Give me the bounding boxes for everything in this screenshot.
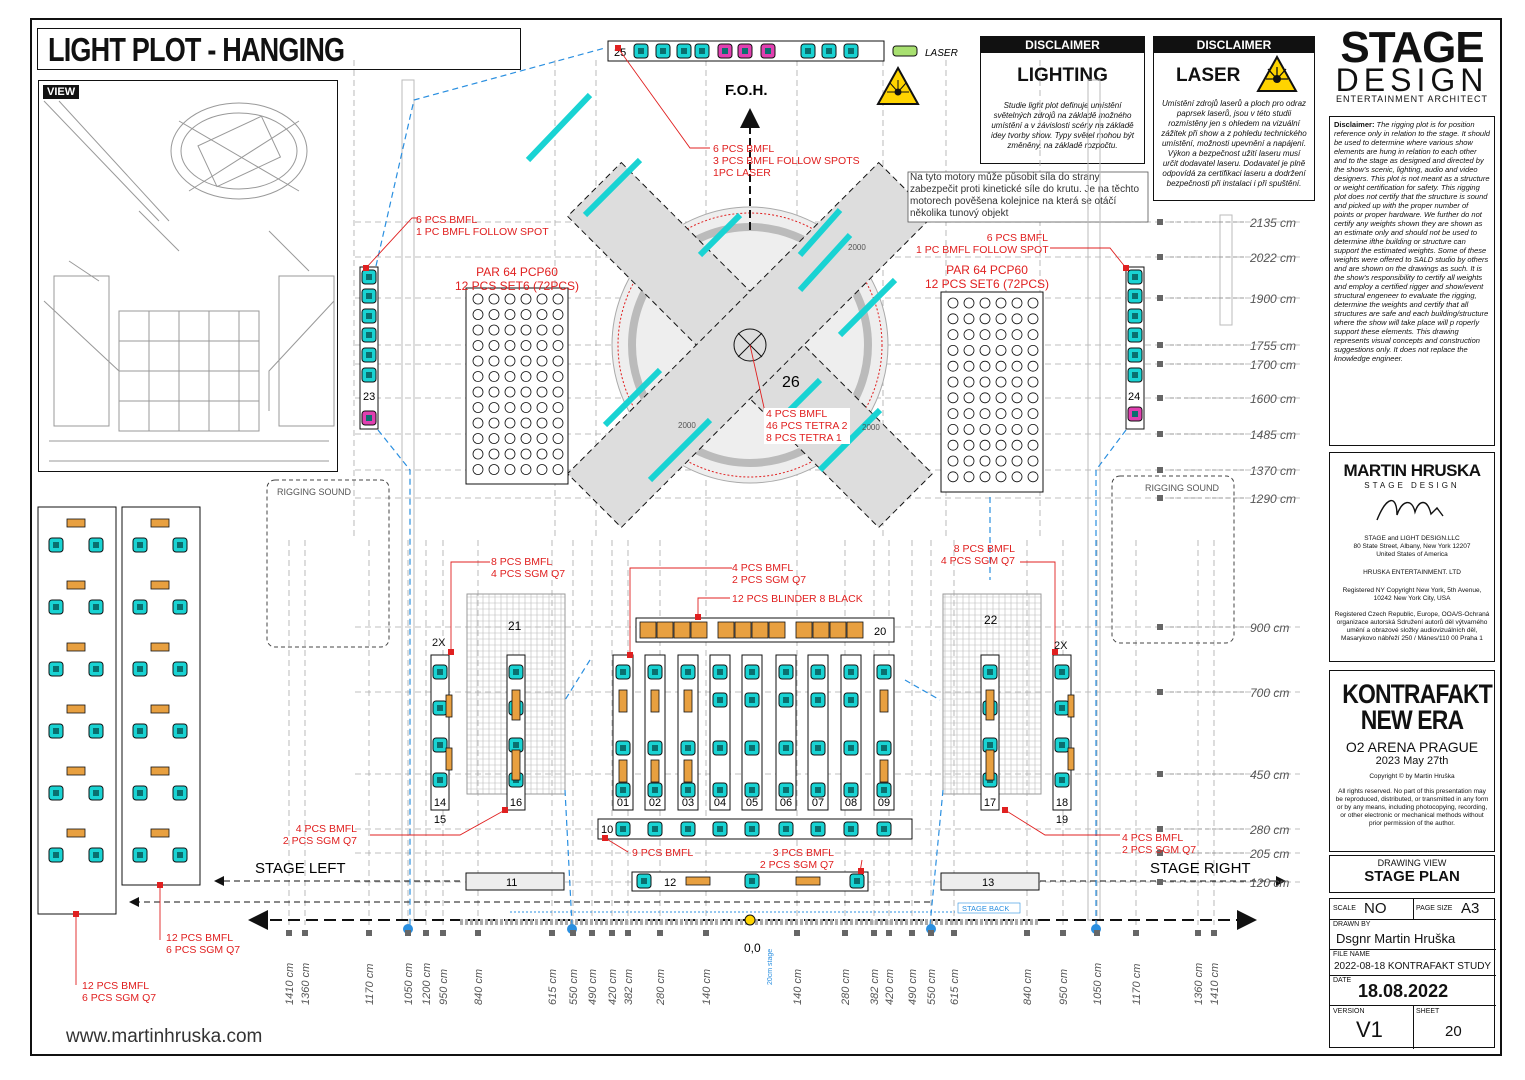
disclaimer-en-text: The rigging plot is for position referen… [1334, 120, 1490, 363]
disclaimer-laser-title: LASER [1176, 65, 1241, 86]
designer-copyright-cz: Registered Czech Republic, Europe, OOA/S… [1334, 611, 1490, 642]
website-link[interactable]: www.martinhruska.com [66, 1026, 263, 1047]
project-rights: All rights reserved. No part of this pre… [1335, 788, 1489, 827]
laser-warning-icon [1256, 55, 1298, 92]
project-copyright: Copyright © by Martin Hruška [1369, 773, 1455, 780]
scale-value: NO [1364, 900, 1387, 917]
scale-label: SCALE [1333, 905, 1356, 912]
project-date: 2023 May 27th [1375, 755, 1449, 767]
drawn-label: DRAWN BY [1333, 921, 1371, 928]
designer-ent: HRUSKA ENTERTAINMENT. LTD [1363, 569, 1461, 576]
page-size-label: PAGE SIZE [1416, 905, 1453, 912]
signature-image [1376, 499, 1444, 521]
page-size-value: A3 [1461, 900, 1480, 917]
project-venue: O2 ARENA PRAGUE [1345, 739, 1479, 755]
right-panel: STAGE DESIGN ENTERTAINMENT ARCHITECT [1329, 23, 1495, 105]
disclaimer-lighting-text: Studie light plot definuje umístění svět… [990, 101, 1135, 150]
project-name-2: NEW ERA [1360, 705, 1464, 735]
view-tag: VIEW [43, 85, 80, 99]
drawn-value: Dsgnr Martin Hruška [1336, 931, 1456, 946]
x2-right-label: 2X [1054, 640, 1068, 652]
disclaimer-laser-header: DISCLAIMER [1154, 37, 1314, 53]
3d-view-sketch [43, 100, 335, 462]
sheet-value: 20 [1445, 1023, 1462, 1040]
disclaimer-en-box: Disclaimer: The rigging plot is for posi… [1329, 116, 1495, 446]
designer-copyright-ny: Registered NY Copyright New York, 5th Av… [1342, 587, 1482, 602]
drawing-view-label: DRAWING VIEW [1377, 858, 1447, 868]
project-box: KONTRAFAKT NEW ERA O2 ARENA PRAGUE 2023 … [1329, 670, 1495, 852]
title-box: LIGHT PLOT - HANGING [37, 28, 521, 70]
project-name-1: KONTRAFAKT [1342, 679, 1492, 709]
designer-box: MARTIN HRUSKA STAGE DESIGN STAGE and LIG… [1329, 452, 1495, 662]
disclaimer-laser: DISCLAIMER LASER Umístění zdrojů laserů … [1153, 36, 1315, 201]
disclaimer-laser-text: Umístění zdrojů laserů a ploch pro odraz… [1161, 99, 1307, 188]
disclaimer-lighting-header: DISCLAIMER [981, 37, 1144, 53]
logo-design: DESIGN [1335, 62, 1489, 98]
designer-name: MARTIN HRUSKA [1343, 461, 1481, 480]
date-label: DATE [1333, 977, 1352, 984]
drawing-view-box: DRAWING VIEW STAGE PLAN [1329, 855, 1495, 893]
3d-view-panel: VIEW [38, 80, 338, 472]
disclaimer-en-label: Disclaimer: [1334, 120, 1375, 129]
version-label: VERSION [1333, 1008, 1365, 1015]
designer-address: 80 State Street, Albany, New York 12207 [1353, 543, 1471, 550]
date-value: 18.08.2022 [1358, 981, 1449, 1001]
meta-box: SCALE NO PAGE SIZE A3 DRAWN BY Dsgnr Mar… [1329, 898, 1496, 1049]
version-value: V1 [1356, 1017, 1383, 1042]
logo-stage: STAGE [1340, 23, 1484, 72]
drawing-view-value: STAGE PLAN [1364, 868, 1460, 885]
file-label: FILE NAME [1333, 951, 1370, 958]
designer-company: STAGE and LIGHT DESIGN.LLC [1364, 535, 1460, 542]
designer-subtitle: STAGE DESIGN [1364, 481, 1460, 490]
sheet-label: SHEET [1416, 1008, 1440, 1015]
page-title: LIGHT PLOT - HANGING [48, 31, 345, 68]
x2-left-label: 2X [432, 637, 446, 649]
disclaimer-lighting: DISCLAIMER LIGHTING Studie light plot de… [980, 36, 1145, 164]
designer-country: United States of America [1376, 551, 1448, 558]
callout-10: 9 PCS BMFL [632, 847, 694, 859]
disclaimer-lighting-title: LIGHTING [1017, 65, 1108, 86]
file-value: 2022-08-18 KONTRAFAKT STUDY [1334, 961, 1492, 972]
logo-tagline: ENTERTAINMENT ARCHITECT [1335, 94, 1488, 104]
drawing-frame [30, 18, 1502, 1056]
